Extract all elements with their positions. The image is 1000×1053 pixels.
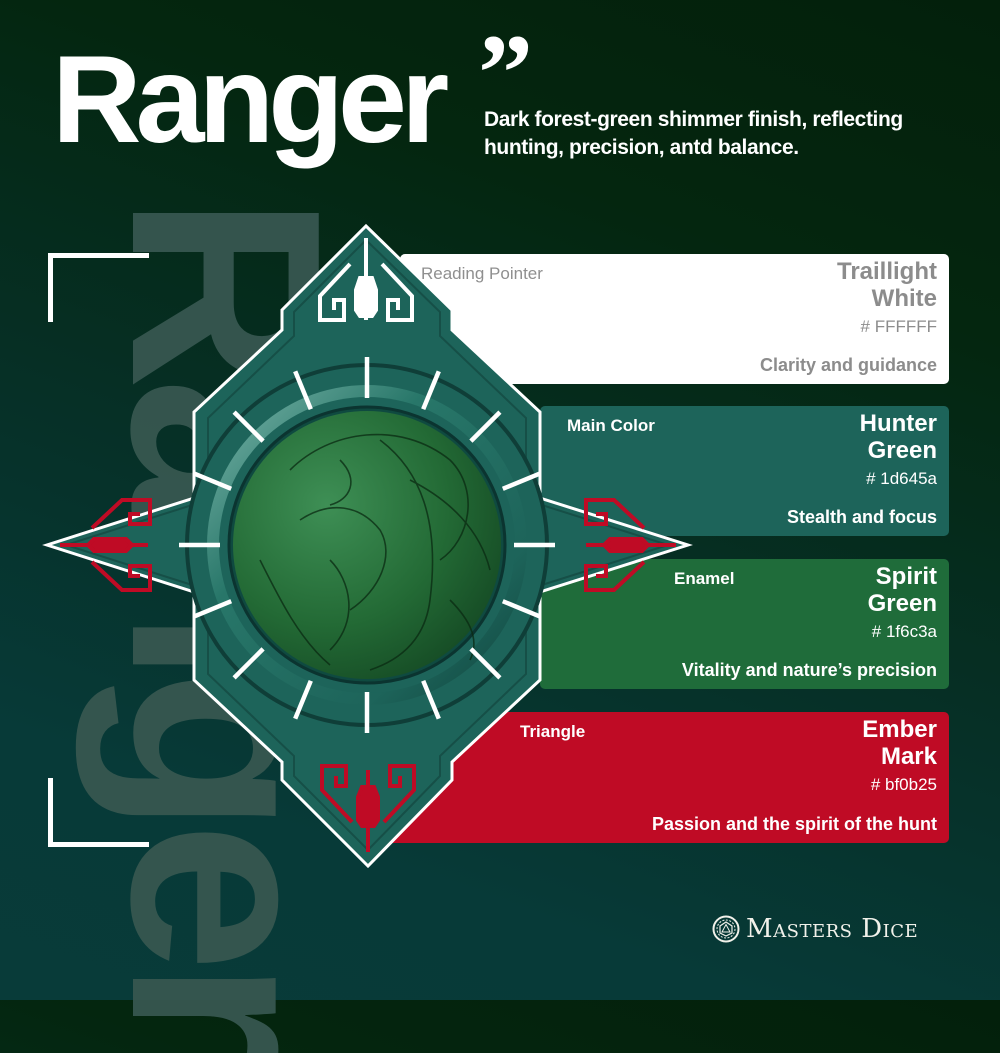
swatch-name-line1: Traillight [836,258,937,285]
swatch-card-triangle: Triangle Ember Mark # bf0b25 Passion and… [388,712,949,843]
swatch-name-line2: Green [867,437,937,464]
quote-mark: ” [478,12,533,134]
swatch-name-line2: White [871,285,937,312]
swatch-role: Enamel [674,569,735,588]
swatch-name: Spirit Green [868,563,937,617]
swatch-meaning: Passion and the spirit of the hunt [651,814,937,834]
swatch-name-line1: Hunter [859,410,937,437]
swatch-hex: # 1d645a [866,469,937,488]
swatch-name: Ember Mark [862,716,937,770]
swatch-name-line1: Ember [862,716,937,743]
swatch-card-reading-pointer: Reading Pointer Traillight White # FFFFF… [400,254,949,384]
description: Dark forest-green shimmer finish, reflec… [484,108,903,159]
corner-bracket-bottom-left [48,778,149,847]
swatch-role: Reading Pointer [421,264,543,283]
brand-logo: Masters Dice [712,914,918,944]
swatch-name-line2: Green [867,590,937,617]
swatch-name-line1: Spirit [875,563,937,590]
swatch-hex: # 1f6c3a [871,622,937,641]
swatch-meaning: Clarity and guidance [759,355,937,375]
swatch-card-enamel: Enamel Spirit Green # 1f6c3a Vitality an… [540,559,949,689]
brand-name: Masters Dice [746,914,919,944]
swatch-name: Traillight White [837,258,937,312]
swatch-name-line2: Mark [880,743,937,770]
swatch-name: Hunter Green [860,410,937,464]
d20-dice-icon [712,915,740,943]
swatch-role: Main Color [567,416,655,435]
swatch-meaning: Stealth and focus [786,507,937,527]
swatch-card-main-color: Main Color Hunter Green # 1d645a Stealth… [540,406,949,536]
corner-bracket-top-left [48,253,149,322]
swatch-hex: # FFFFFF [860,317,937,336]
swatch-hex: # bf0b25 [870,775,937,794]
swatch-meaning: Vitality and nature’s precision [681,660,937,680]
page-title: Ranger [52,31,449,169]
swatch-role: Triangle [520,722,586,741]
